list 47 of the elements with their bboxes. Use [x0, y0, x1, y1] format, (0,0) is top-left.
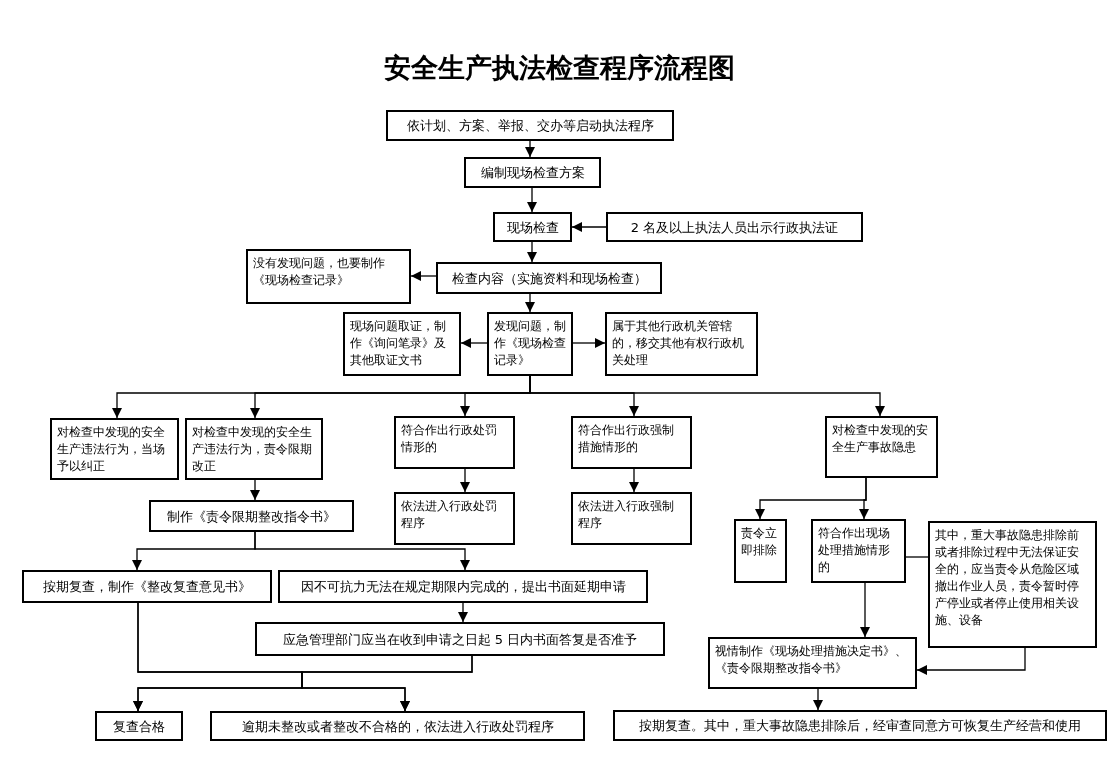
arrow — [527, 241, 537, 263]
process-box: 编制现场检查方案 — [464, 157, 601, 188]
arrow — [458, 602, 468, 623]
arrow — [860, 582, 870, 638]
process-box: 依法进入行政处罚程序 — [394, 492, 515, 545]
process-box: 现场问题取证，制作《询问笔录》及其他取证文书 — [343, 312, 461, 376]
arrow — [460, 338, 488, 348]
process-box: 属于其他行政机关管辖的，移交其他有权行政机关处理 — [605, 312, 758, 376]
process-box: 制作《责令限期整改指令书》 — [149, 500, 354, 532]
arrow — [460, 468, 470, 493]
process-box: 对检查中发现的安全生产违法行为，当场予以纠正 — [50, 418, 179, 480]
process-box: 责令立即排除 — [734, 519, 787, 583]
process-box: 按期复查。其中，重大事故隐患排除后，经审查同意方可恢复生产经营和使用 — [613, 710, 1107, 741]
process-box: 现场检查 — [493, 212, 572, 242]
arrow — [301, 655, 473, 712]
process-box: 按期复查，制作《整改复查意见书》 — [22, 570, 272, 603]
process-box: 符合作出行政处罚情形的 — [394, 416, 515, 469]
arrow — [525, 293, 535, 313]
process-box: 没有发现问题，也要制作《现场检查记录》 — [246, 249, 411, 304]
arrow — [525, 140, 535, 158]
process-box: 对检查中发现的安全生产违法行为，责令限期改正 — [185, 418, 323, 480]
process-box: 因不可抗力无法在规定期限内完成的，提出书面延期申请 — [278, 570, 648, 603]
diagram-title: 安全生产执法检查程序流程图 — [382, 51, 736, 85]
connector-line — [905, 556, 929, 558]
process-box: 发现问题，制作《现场检查记录》 — [487, 312, 573, 376]
arrow — [572, 338, 606, 348]
arrow — [813, 688, 823, 711]
process-box: 应急管理部门应当在收到申请之日起 5 日内书面答复是否准予 — [255, 622, 665, 656]
process-box: 其中，重大事故隐患排除前或者排除过程中无法保证安全的，应当责令从危险区域撤出作业人员，责令暂时停产停业或者停止使用相关设施、设备 — [928, 521, 1097, 648]
arrow — [571, 222, 607, 232]
process-box: 逾期未整改或者整改不合格的，依法进入行政处罚程序 — [210, 711, 585, 741]
arrow — [629, 468, 639, 493]
process-box: 复查合格 — [95, 711, 183, 741]
process-box: 对检查中发现的安全生产事故隐患 — [825, 416, 938, 478]
arrow — [916, 647, 1026, 675]
arrow — [250, 479, 260, 501]
process-box: 检查内容（实施资料和现场检查） — [436, 262, 662, 294]
process-box: 依计划、方案、举报、交办等启动执法程序 — [386, 110, 674, 141]
process-box: 符合作出现场处理措施情形的 — [811, 519, 906, 583]
arrow — [254, 531, 470, 571]
arrow — [410, 271, 437, 281]
process-box: 符合作出行政强制措施情形的 — [571, 416, 692, 469]
process-box: 视情制作《现场处理措施决定书》、《责令限期整改指令书》 — [708, 637, 917, 689]
process-box: 2 名及以上执法人员出示行政执法证 — [606, 212, 863, 242]
arrow — [527, 187, 537, 213]
process-box: 依法进入行政强制程序 — [571, 492, 692, 545]
arrow — [859, 477, 869, 520]
